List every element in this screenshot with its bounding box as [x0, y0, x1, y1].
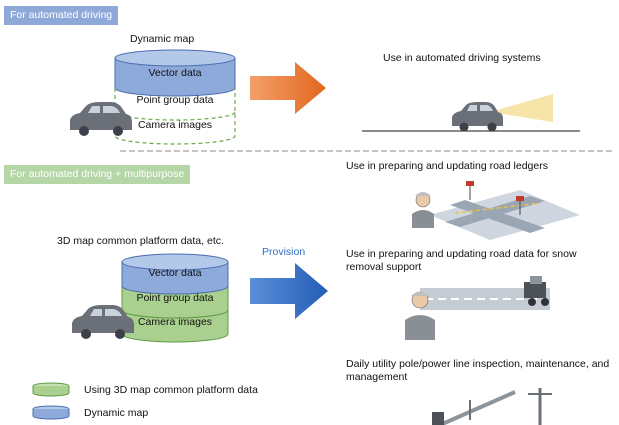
platform-data-title: 3D map common platform data, etc.	[57, 235, 224, 247]
dynamic-map-title: Dynamic map	[130, 33, 195, 45]
legend-label: Dynamic map	[84, 407, 149, 419]
layer-label: Camera images	[137, 316, 213, 328]
provision-label: Provision	[262, 246, 306, 258]
layer-label: Point group data	[136, 94, 214, 106]
legend-green-swatch	[32, 382, 70, 397]
layer-label: Vector data	[148, 67, 202, 79]
road-ledger-use-label: Use in preparing and updating road ledge…	[346, 160, 548, 172]
snow-removal-illustration	[405, 276, 550, 340]
dynamic-map-cylinder	[114, 49, 236, 145]
automated-driving-tag: For automated driving	[4, 6, 119, 25]
car-icon	[70, 102, 132, 136]
car-icon	[72, 305, 134, 339]
automated-driving-scene	[362, 94, 580, 132]
multipurpose-tag: For automated driving + multipurpose	[4, 165, 191, 184]
blue-arrow	[250, 263, 328, 319]
legend-blue-swatch	[32, 405, 70, 420]
utility-pole-illustration	[432, 388, 552, 425]
layer-label: Camera images	[137, 119, 213, 131]
snow-removal-use-label: Use in preparing and updating road data …	[346, 248, 577, 273]
layer-label: Vector data	[148, 267, 202, 279]
utility-pole-use-label: Daily utility pole/power line inspection…	[346, 358, 610, 383]
layer-label: Point group data	[136, 292, 214, 304]
orange-arrow	[250, 62, 326, 114]
road-ledger-illustration	[412, 181, 580, 240]
legend-label: Using 3D map common platform data	[84, 384, 258, 396]
platform-cylinder	[121, 253, 229, 343]
automated-driving-use-label: Use in automated driving systems	[383, 52, 541, 64]
car-icon	[452, 102, 503, 132]
